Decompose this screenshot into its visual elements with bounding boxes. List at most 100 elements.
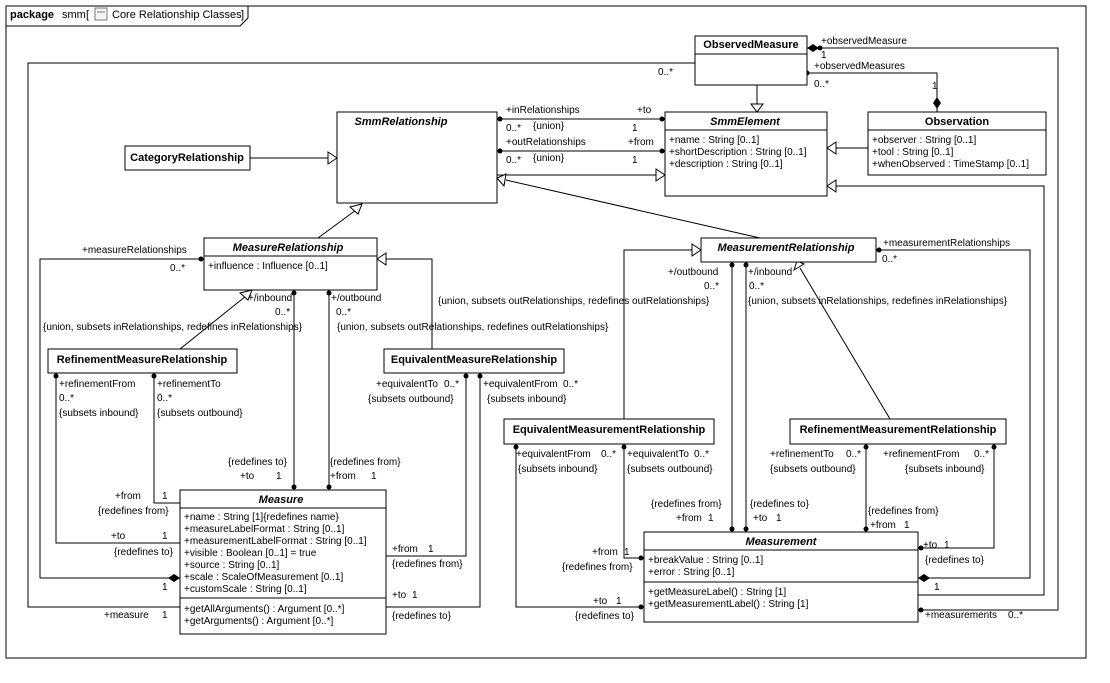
assoc-end-dot <box>863 444 869 450</box>
assoc-end-dot <box>638 604 644 610</box>
class-box <box>694 35 808 86</box>
class-box <box>789 418 1007 445</box>
class-observed-measure[interactable]: ObservedMeasure <box>694 35 808 86</box>
role-label: +measure <box>104 610 149 621</box>
multiplicity: 0..* <box>658 67 673 78</box>
gen-arrowhead <box>826 141 837 155</box>
package-frame <box>5 5 1087 659</box>
class-smm-relationship[interactable]: SmmRelationship <box>336 111 498 204</box>
constraint: {union, subsets inRelationships, redefin… <box>748 296 1008 307</box>
multiplicity: 0..* <box>506 123 521 134</box>
class-equivalent-measure-relationship[interactable]: EquivalentMeasureRelationship <box>383 348 565 374</box>
assoc-end-dot <box>743 526 749 532</box>
class-measure-relationship[interactable]: MeasureRelationship +influence : Influen… <box>203 237 378 291</box>
class-name: RefinementMeasurementRelationship <box>800 424 997 436</box>
class-refinement-measure-relationship[interactable]: RefinementMeasureRelationship <box>47 348 238 374</box>
assoc-end-dot <box>497 148 503 154</box>
multiplicity: 1 <box>616 596 622 607</box>
multiplicity: 0..* <box>846 449 861 460</box>
class-equivalent-measurement-relationship[interactable]: EquivalentMeasurementRelationship <box>503 418 715 445</box>
gen-equivalentmeasurerel <box>384 258 433 349</box>
constraint: {subsets outbound} <box>368 394 454 405</box>
multiplicity: 0..* <box>444 379 459 390</box>
attribute: +influence : Influence [0..1] <box>208 261 328 272</box>
gen-arrowhead <box>826 179 837 193</box>
assoc-equivalentto-measurement <box>623 444 644 559</box>
role-label: +equivalentTo <box>376 379 438 390</box>
package-bracket-close: ] <box>241 9 244 21</box>
operation: +getArguments() : Argument [0..*] <box>184 616 333 627</box>
role-label: +from <box>392 544 418 555</box>
gen-refinementmeasurementrel <box>799 267 891 420</box>
multiplicity: 1 <box>934 582 940 593</box>
constraint: {redefines from} <box>330 457 401 468</box>
assoc-end-dot <box>477 373 483 379</box>
assoc-end-dot <box>326 290 332 296</box>
multiplicity: 0..* <box>704 281 719 292</box>
constraint: {redefines to} <box>114 547 174 558</box>
assoc-refinementto <box>153 373 180 504</box>
multiplicity: 0..* <box>506 155 521 166</box>
multiplicity: 0..* <box>59 393 74 404</box>
assoc-end-dot <box>817 45 823 51</box>
constraint: {redefines to} <box>228 457 288 468</box>
attribute: +measureLabelFormat : String [0..1] <box>184 524 345 535</box>
assoc-end-dot <box>659 148 665 154</box>
package-bracket-open: [ <box>86 9 89 21</box>
assoc-end-dot <box>291 290 297 296</box>
multiplicity: 0..* <box>882 254 897 265</box>
role-label: +to <box>111 531 126 542</box>
attribute: +tool : String [0..1] <box>872 147 954 158</box>
constraint: {redefines from} <box>392 559 463 570</box>
gen-measurement-smmelement <box>834 185 1045 596</box>
attribute: +breakValue : String [0..1] <box>648 555 763 566</box>
constraint: {redefines to} <box>392 611 452 622</box>
assoc-end-dot <box>918 607 924 613</box>
class-measurement[interactable]: Measurement +breakValue : String [0..1] … <box>643 531 919 623</box>
class-smm-element[interactable]: SmmElement +name : String [0..1] +shortD… <box>664 111 828 197</box>
constraint: {redefines to} <box>575 611 635 622</box>
class-name: SmmRelationship <box>355 116 448 128</box>
assoc-equivalentfrom <box>386 373 481 608</box>
role-label: +equivalentFrom <box>483 379 558 390</box>
role-label: +measurementRelationships <box>883 238 1010 249</box>
class-observation[interactable]: Observation +observer : String [0..1] +t… <box>867 111 1047 176</box>
attribute: +observer : String [0..1] <box>872 135 976 146</box>
constraint: {redefines to} <box>750 499 810 510</box>
class-measurement-relationship[interactable]: MeasurementRelationship <box>700 237 877 263</box>
multiplicity: 1 <box>632 155 638 166</box>
assoc-end-dot <box>863 526 869 532</box>
role-label: +inRelationships <box>506 105 580 116</box>
class-name: RefinementMeasureRelationship <box>57 354 228 366</box>
class-box <box>867 111 1047 176</box>
role-label: +observedMeasures <box>814 61 905 72</box>
role-label: +to <box>923 540 938 551</box>
attribute: +description : String [0..1] <box>669 159 783 170</box>
composition-diamond <box>807 44 819 52</box>
package-name: smm <box>62 9 86 21</box>
assoc-end-dot <box>638 555 644 561</box>
constraint: {union, subsets outRelationships, redefi… <box>438 296 710 307</box>
multiplicity: 0..* <box>694 449 709 460</box>
role-label: +/inbound <box>748 267 792 278</box>
gen-arrowhead <box>327 151 338 165</box>
attribute: +measurementLabelFormat : String [0..1] <box>184 536 367 547</box>
constraint: {redefines from} <box>562 562 633 573</box>
role-label: +refinementTo <box>770 449 834 460</box>
class-refinement-measurement-relationship[interactable]: RefinementMeasurementRelationship <box>789 418 1007 445</box>
assoc-refinementfrom <box>55 373 180 544</box>
multiplicity: 0..* <box>336 307 351 318</box>
constraint: {subsets outbound} <box>770 464 856 475</box>
class-box <box>643 531 919 623</box>
connectors <box>27 47 1059 611</box>
class-measure[interactable]: Measure +name : String [1]{redefines nam… <box>179 489 387 635</box>
composition-diamond <box>168 574 180 582</box>
multiplicity: 1 <box>944 540 950 551</box>
multiplicity: 1 <box>162 531 168 542</box>
gen-arrowhead <box>750 103 764 113</box>
multiplicity: 1 <box>624 547 630 558</box>
diagram-title: Core Relationship Classes <box>112 9 242 21</box>
attribute: +name : String [1]{redefines name} <box>184 512 339 523</box>
package-keyword: package <box>10 9 54 21</box>
class-category-relationship[interactable]: CategoryRelationship <box>124 145 251 171</box>
